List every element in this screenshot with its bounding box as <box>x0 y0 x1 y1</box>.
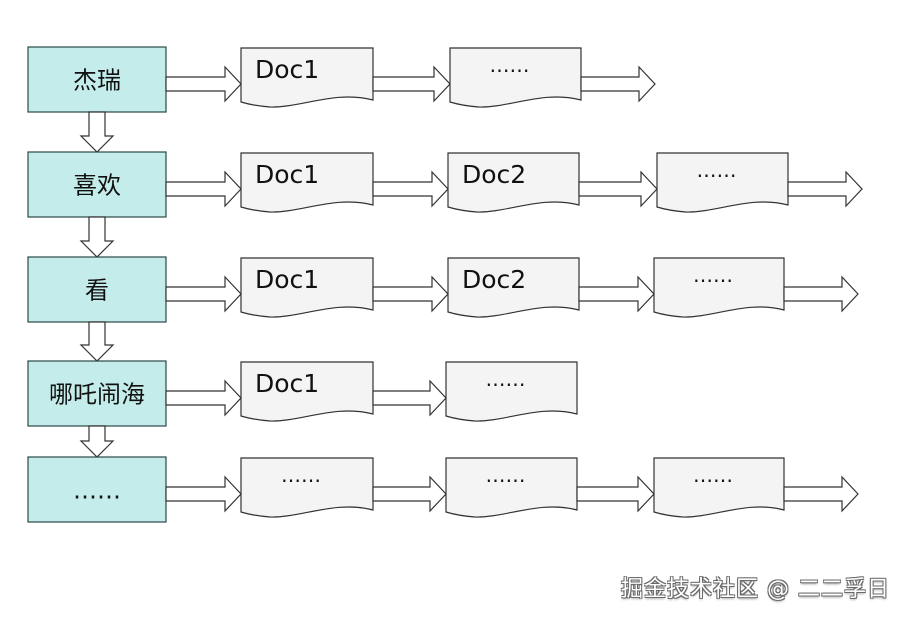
doc-node <box>447 152 580 213</box>
down-arrow <box>79 111 115 153</box>
term-box <box>27 456 167 523</box>
doc-node <box>240 361 374 422</box>
doc-node <box>240 152 374 213</box>
right-arrow <box>165 170 242 208</box>
doc-label: …… <box>486 463 526 487</box>
doc-label: …… <box>697 158 737 182</box>
doc-label: …… <box>490 53 530 77</box>
right-arrow <box>787 170 863 208</box>
doc-label: …… <box>693 263 733 287</box>
term-box <box>27 46 167 113</box>
right-arrow <box>372 65 451 103</box>
right-arrow <box>783 475 859 513</box>
doc-label: Doc2 <box>462 160 526 189</box>
doc-node <box>653 457 785 518</box>
right-arrow <box>580 65 656 103</box>
doc-node <box>653 257 785 318</box>
term-label: 喜欢 <box>73 172 121 200</box>
doc-node <box>445 457 578 518</box>
doc-label: Doc1 <box>255 369 319 398</box>
doc-node <box>449 47 582 108</box>
down-arrow <box>79 321 115 362</box>
doc-label: Doc1 <box>255 265 319 294</box>
term-label: …… <box>73 477 121 505</box>
doc-label: …… <box>281 463 321 487</box>
doc-node <box>240 47 374 108</box>
term-label: 杰瑞 <box>73 67 121 95</box>
right-arrow <box>578 170 658 208</box>
doc-node <box>447 257 580 318</box>
down-arrow <box>79 425 115 458</box>
right-arrow <box>372 475 447 513</box>
right-arrow <box>165 379 242 417</box>
doc-label: Doc2 <box>462 265 526 294</box>
doc-label: Doc1 <box>255 55 319 84</box>
right-arrow <box>372 379 447 417</box>
doc-label: …… <box>693 463 733 487</box>
doc-node <box>240 457 374 518</box>
term-label: 哪吒闹海 <box>49 381 145 409</box>
right-arrow <box>372 275 449 313</box>
watermark: 掘金技术社区 @ 二二孚日 <box>621 577 890 602</box>
doc-node <box>240 257 374 318</box>
doc-node <box>445 361 578 422</box>
right-arrow <box>783 275 859 313</box>
doc-node <box>656 152 789 213</box>
right-arrow <box>165 275 242 313</box>
down-arrow <box>79 216 115 258</box>
right-arrow <box>165 475 242 513</box>
right-arrow <box>578 275 655 313</box>
right-arrow <box>576 475 655 513</box>
doc-label: …… <box>486 367 526 391</box>
term-label: 看 <box>85 277 109 305</box>
right-arrow <box>372 170 449 208</box>
doc-label: Doc1 <box>255 160 319 189</box>
right-arrow <box>165 65 242 103</box>
